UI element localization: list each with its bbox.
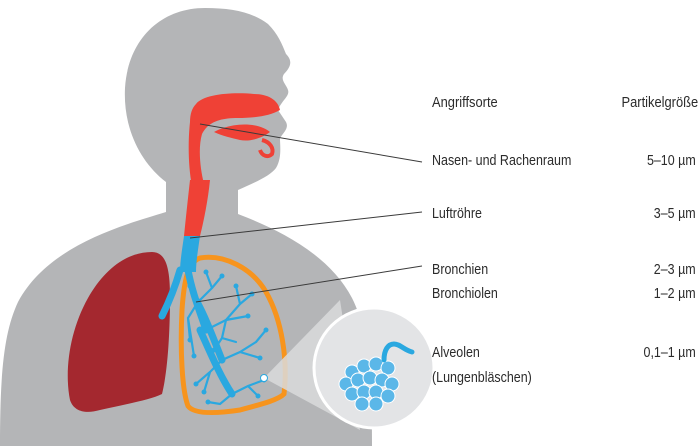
site-trachea: Luftröhre xyxy=(432,206,482,223)
site-alveoli-note: (Lungenbläschen) xyxy=(432,370,532,387)
header-site: Angriffsorte xyxy=(432,94,498,111)
size-nasal: 5–10 µm xyxy=(647,153,696,170)
size-bronchioles: 1–2 µm xyxy=(654,286,696,303)
size-alveoli: 0,1–1 µm xyxy=(644,345,696,362)
header-size: Partikelgröße xyxy=(621,94,698,111)
site-alveoli: Alveolen xyxy=(432,345,480,362)
size-trachea: 3–5 µm xyxy=(654,206,696,223)
site-bronchioles: Bronchiolen xyxy=(432,286,498,303)
site-bronchi: Bronchien xyxy=(432,262,488,279)
size-bronchi: 2–3 µm xyxy=(654,262,696,279)
site-nasal: Nasen- und Rachenraum xyxy=(432,153,571,170)
